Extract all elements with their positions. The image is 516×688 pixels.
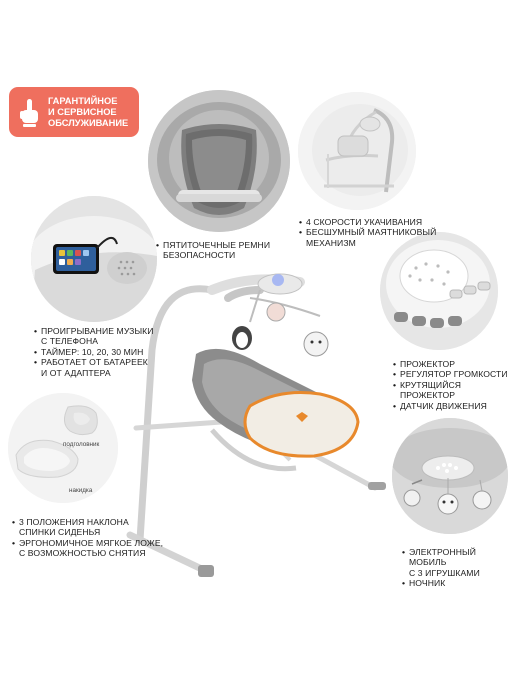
toy-center xyxy=(266,302,286,322)
harness-line-1: ПЯТИТОЧЕЧНЫЕ РЕМНИ xyxy=(163,240,271,250)
seat-line-3: ЭРГОНОМИЧНОЕ МЯГКОЕ ЛОЖЕ, xyxy=(19,537,164,548)
harness-feature: •ПЯТИТОЧЕЧНЫЕ РЕМНИ БЕЗОПАСНОСТИ xyxy=(156,240,271,261)
mobile-feature: •ЭЛЕКТРОННЫЙ МОБИЛЬ С 3 ИГРУШКАМИ •НОЧНИ… xyxy=(402,547,516,589)
music-line-5: И ОТ АДАПТЕРА xyxy=(41,367,111,378)
mobile-line-2: С 3 ИГРУШКАМИ xyxy=(409,567,480,578)
warranty-badge: ГАРАНТИЙНОЕ И СЕРВИСНОЕ ОБСЛУЖИВАНИЕ xyxy=(9,87,139,137)
seat-line-4: С ВОЗМОЖНОСТЬЮ СНЯТИЯ xyxy=(19,548,146,559)
projector-panel-photo xyxy=(380,232,498,350)
music-line-4: РАБОТАЕТ ОТ БАТАРЕЕК xyxy=(41,357,148,368)
seat-accessories-photo xyxy=(8,393,118,503)
headrest-label: подголовник xyxy=(63,441,100,448)
swing-feature: •4 СКОРОСТИ УКАЧИВАНИЯ •БЕСШУМНЫЙ МАЯТНИ… xyxy=(299,217,437,248)
seat-line-1: 3 ПОЛОЖЕНИЯ НАКЛОНА xyxy=(19,517,129,527)
projector-line-2: РЕГУЛЯТОР ГРОМКОСТИ xyxy=(400,369,508,380)
swing-line-1: 4 СКОРОСТИ УКАЧИВАНИЯ xyxy=(306,217,423,227)
projector-line-1: ПРОЖЕКТОР xyxy=(400,359,456,369)
badge-line-3: ОБСЛУЖИВАНИЕ xyxy=(48,117,129,128)
hand-pointer-icon xyxy=(17,95,43,129)
seat-line-2: СПИНКИ СИДЕНЬЯ xyxy=(19,527,101,538)
mobile-line-1: ЭЛЕКТРОННЫЙ МОБИЛЬ xyxy=(409,547,477,568)
seat-feature: •3 ПОЛОЖЕНИЯ НАКЛОНА СПИНКИ СИДЕНЬЯ •ЭРГ… xyxy=(12,517,164,559)
swing-line-2: БЕСШУМНЫЙ МАЯТНИКОВЫЙ xyxy=(306,227,437,238)
projector-feature: •ПРОЖЕКТОР •РЕГУЛЯТОР ГРОМКОСТИ •КРУТЯЩИ… xyxy=(393,359,516,411)
harness-detail-photo xyxy=(148,90,290,232)
mobile-line-3: НОЧНИК xyxy=(409,578,446,589)
baby-swing-product xyxy=(100,260,400,590)
music-line-3: ТАЙМЕР: 10, 20, 30 МИН xyxy=(41,346,144,357)
music-line-1: ПРОИГРЫВАНИЕ МУЗЫКИ xyxy=(41,326,154,336)
badge-line-1: ГАРАНТИЙНОЕ xyxy=(48,95,118,106)
music-line-2: С ТЕЛЕФОНА xyxy=(41,336,99,347)
music-feature: •ПРОИГРЫВАНИЕ МУЗЫКИ С ТЕЛЕФОНА •ТАЙМЕР:… xyxy=(34,326,154,378)
swing-line-3: МЕХАНИЗМ xyxy=(306,237,356,248)
toy-penguin xyxy=(232,326,252,350)
phone-music-photo xyxy=(31,196,157,322)
projector-line-3: КРУТЯЩИЙСЯ ПРОЖЕКТОР xyxy=(400,379,462,401)
mobile-nightlight-photo xyxy=(392,418,508,534)
cover-label: накидка xyxy=(69,487,93,494)
badge-line-2: И СЕРВИСНОЕ xyxy=(48,106,117,117)
projector-line-4: ДАТЧИК ДВИЖЕНИЯ xyxy=(400,400,487,411)
swing-mechanism-photo xyxy=(298,92,416,210)
harness-line-2: БЕЗОПАСНОСТИ xyxy=(163,250,236,261)
toy-bear xyxy=(303,331,329,357)
